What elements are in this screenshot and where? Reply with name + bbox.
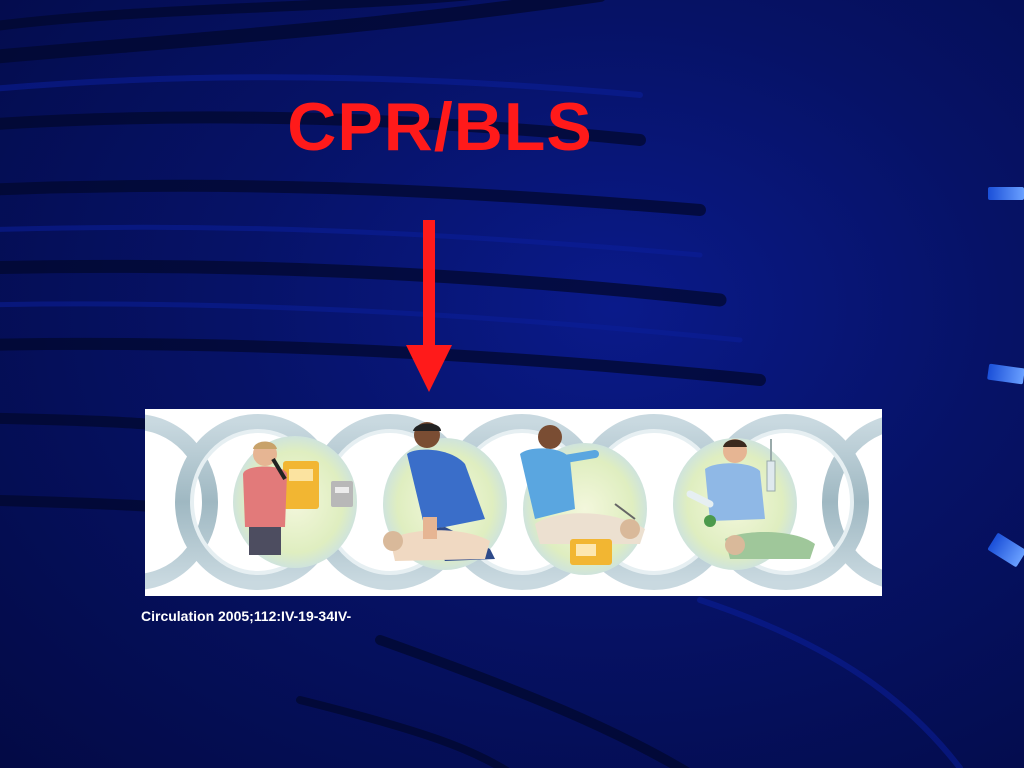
advanced-care-icon (673, 438, 815, 570)
citation-text: Circulation 2005;112:IV-19-34IV- (141, 608, 352, 624)
edge-decoration-mark (988, 187, 1024, 200)
call-for-help-icon (233, 436, 357, 568)
slide-title: CPR/BLS (287, 89, 593, 165)
defibrillation-icon (520, 425, 647, 575)
down-arrow-icon (406, 220, 452, 392)
chain-of-survival-illustration (145, 409, 882, 596)
chest-compressions-icon (383, 422, 507, 570)
